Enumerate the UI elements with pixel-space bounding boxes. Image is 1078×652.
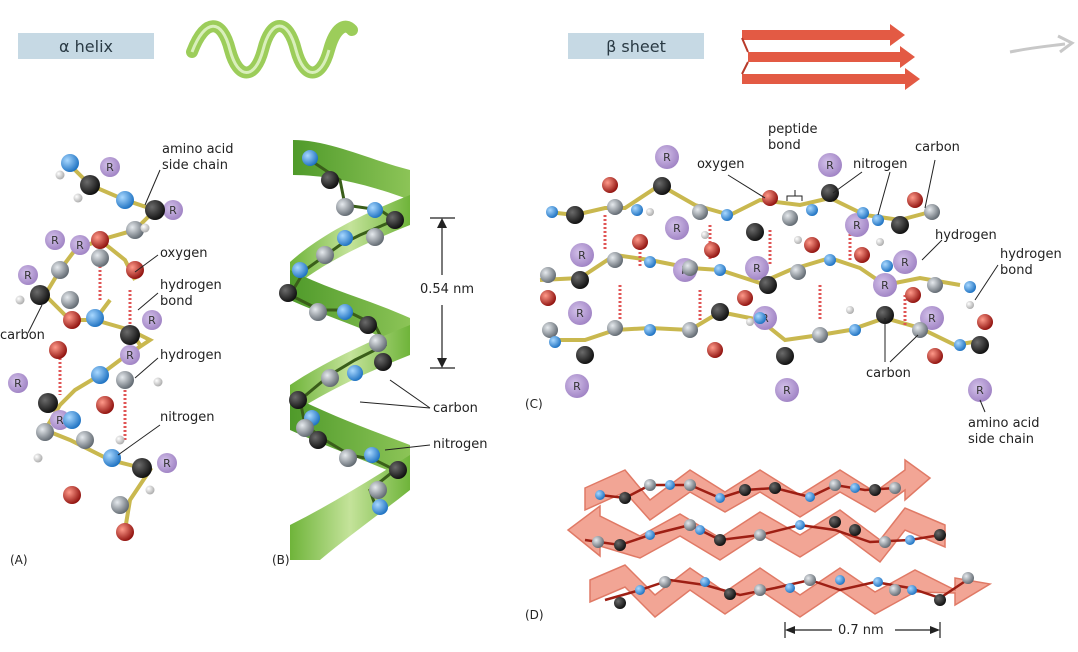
svg-text:R: R bbox=[663, 151, 671, 164]
label-d-distance: 0.7 nm bbox=[838, 623, 884, 638]
alpha-helix-title: α helix bbox=[18, 33, 154, 59]
svg-text:R: R bbox=[14, 377, 22, 390]
svg-text:R: R bbox=[126, 349, 134, 362]
svg-text:R: R bbox=[576, 307, 584, 320]
svg-text:R: R bbox=[853, 219, 861, 232]
label-a-hydrogen-bond: hydrogen bond bbox=[160, 278, 222, 309]
label-b-nitrogen: nitrogen bbox=[433, 437, 488, 452]
svg-text:R: R bbox=[106, 161, 114, 174]
svg-text:R: R bbox=[673, 222, 681, 235]
label-c-hydrogen-bond: hydrogen bond bbox=[1000, 247, 1062, 278]
svg-text:R: R bbox=[163, 457, 171, 470]
panel-c-letter: (C) bbox=[525, 397, 543, 411]
helix-ribbon-icon bbox=[186, 20, 358, 79]
next-arrow-icon bbox=[1009, 34, 1075, 54]
beta-sheet-title: β sheet bbox=[568, 33, 704, 59]
sheet-arrows-icon bbox=[741, 24, 920, 90]
panel-a-helix-model: R R R R R R R R R R bbox=[8, 154, 183, 541]
svg-text:R: R bbox=[578, 249, 586, 262]
svg-text:R: R bbox=[928, 312, 936, 325]
svg-text:R: R bbox=[901, 256, 909, 269]
label-b-distance: 0.54 nm bbox=[420, 282, 474, 297]
label-a-carbon: carbon bbox=[0, 328, 45, 343]
label-c-carbon-top: carbon bbox=[915, 140, 960, 155]
svg-text:R: R bbox=[753, 262, 761, 275]
panel-b-ribbon-helix bbox=[279, 140, 455, 560]
label-a-side-chain: amino acid side chain bbox=[162, 142, 234, 173]
svg-text:R: R bbox=[826, 159, 834, 172]
panel-a-letter: (A) bbox=[10, 553, 28, 567]
svg-text:R: R bbox=[76, 239, 84, 252]
label-c-oxygen: oxygen bbox=[697, 157, 745, 172]
svg-text:R: R bbox=[56, 414, 64, 427]
panel-d-letter: (D) bbox=[525, 608, 544, 622]
label-c-side-chain: amino acid side chain bbox=[968, 416, 1040, 447]
label-c-hydrogen: hydrogen bbox=[935, 228, 997, 243]
label-a-hydrogen: hydrogen bbox=[160, 348, 222, 363]
label-a-nitrogen: nitrogen bbox=[160, 410, 215, 425]
svg-text:R: R bbox=[51, 234, 59, 247]
svg-text:R: R bbox=[169, 204, 177, 217]
label-c-carbon-bottom: carbon bbox=[866, 366, 911, 381]
svg-text:R: R bbox=[573, 380, 581, 393]
label-b-carbon: carbon bbox=[433, 401, 478, 416]
panel-d-zigzag-sheet bbox=[566, 458, 993, 638]
svg-text:R: R bbox=[148, 314, 156, 327]
svg-text:R: R bbox=[24, 269, 32, 282]
label-a-oxygen: oxygen bbox=[160, 246, 208, 261]
svg-text:R: R bbox=[976, 384, 984, 397]
panel-c-sheet-model: R R R R R R R R R R R R R R R bbox=[539, 145, 999, 413]
label-c-peptide-bond: peptide bond bbox=[768, 122, 818, 153]
panel-b-letter: (B) bbox=[272, 553, 290, 567]
svg-text:R: R bbox=[783, 384, 791, 397]
svg-text:R: R bbox=[881, 279, 889, 292]
label-c-nitrogen: nitrogen bbox=[853, 157, 908, 172]
